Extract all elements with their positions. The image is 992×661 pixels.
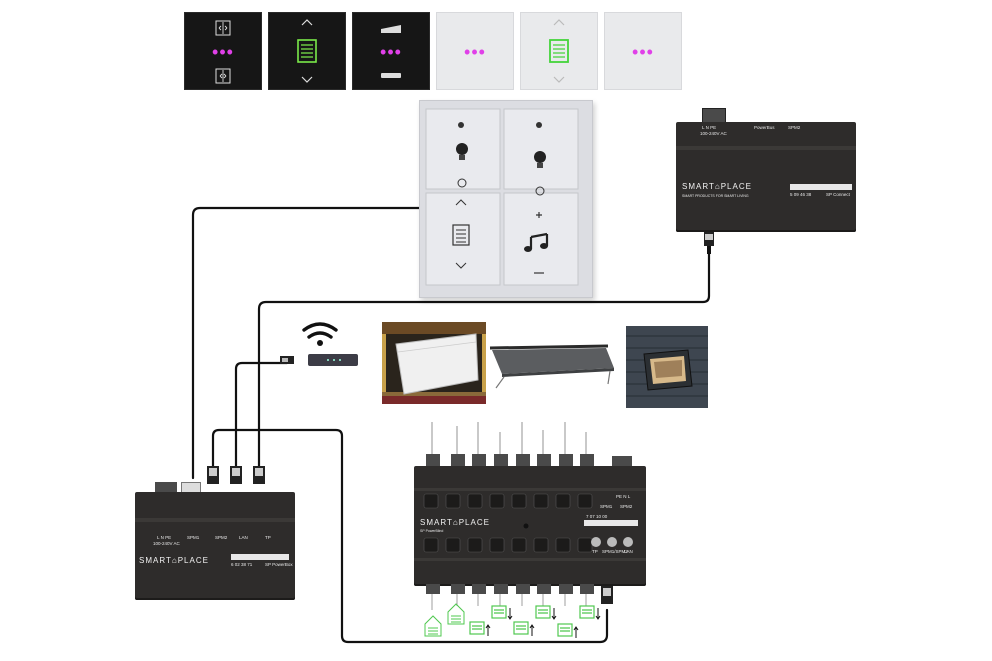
wifi-router-icon (280, 322, 358, 366)
cable-gateway-to-powerbox (257, 246, 711, 470)
rj45-plug-icon (601, 586, 613, 604)
blind-down-icon (535, 605, 551, 619)
led-dots: ••• (212, 42, 234, 62)
actuator-module: SMART⌂PLACE SP PowerBlind 7 07 10 00 PE … (414, 466, 646, 586)
led-dots: ••• (632, 42, 654, 62)
gateway-tagline: SMART PRODUCTS FOR SMART LIVING (682, 194, 749, 198)
rj45-plug-icon (230, 466, 242, 484)
roof-window-photo (626, 326, 708, 408)
rj45-plug-icon (704, 232, 714, 254)
powerbox-terminal-1 (155, 482, 177, 494)
powerbox-brand: SMART⌂PLACE (139, 556, 209, 565)
blind-down-icon (579, 605, 595, 619)
gateway-module: L N PE 100-240V AC PowerBus SPM2 SMART⌂P… (676, 108, 856, 254)
actuator-label-tp: TP (592, 549, 598, 554)
powerbox-voltage: 100-240V AC (153, 541, 180, 546)
garage-door-photo (382, 322, 486, 404)
gateway-indicators (790, 184, 852, 190)
actuator-label-spm2: SPM2 (620, 504, 633, 509)
powerbox-spm2-label: SPM2 (215, 535, 228, 540)
led-dots: ••• (380, 42, 402, 62)
actuator-label-spm1: SPM1 (600, 504, 613, 509)
actuator-relays (423, 493, 638, 553)
blind-up-icon (557, 623, 573, 637)
awning-icon (381, 25, 401, 78)
cable-powerbox-to-actuator (211, 428, 609, 644)
gateway-terminal-label: L N PE (702, 125, 717, 130)
music-icon (524, 212, 549, 274)
cable-router-to-powerbox (234, 361, 289, 470)
switch-tile-blind (268, 12, 346, 90)
powerbox-lan-label: LAN (239, 535, 248, 540)
blind-icon (549, 19, 569, 83)
gateway-voltage: 100-240V AC (700, 131, 727, 136)
blind-up-icon (513, 621, 529, 635)
rj45-plug-icon (253, 466, 265, 484)
powerbox-spm1-label: SPM1 (187, 535, 200, 540)
actuator-label-spm: SPM1/SPM2 (602, 549, 628, 554)
switch-panel (419, 100, 593, 298)
powerbox-model: SP PowerBox (265, 562, 293, 567)
switch-tile-door: ••• (184, 12, 262, 90)
garage-icon (447, 603, 465, 625)
switch-tile-light-1: ••• (436, 12, 514, 90)
actuator-wires-top (426, 422, 632, 466)
gateway-serial: 5 09 46 38 (790, 192, 812, 197)
powerbox-tp-label: TP (265, 535, 271, 540)
powerbox-module: L N PE 100-240V AC SPM1 SPM2 LAN TP SMAR… (135, 470, 295, 600)
actuator-outputs (424, 584, 613, 638)
actuator-model: SP PowerBlind (420, 529, 444, 533)
blind-down-icon (491, 605, 507, 619)
garage-icon (424, 615, 442, 637)
gateway-brand: SMART⌂PLACE (682, 182, 752, 191)
blind-up-icon (469, 621, 485, 635)
blind-icon (452, 199, 470, 269)
bulb-icon (534, 122, 546, 196)
rj45-plug-icon (207, 466, 219, 484)
led-dots: ••• (464, 42, 486, 62)
switch-tile-awning: ••• (352, 12, 430, 90)
cable-switch-to-powerbox (191, 206, 422, 480)
powerbox-serial: 6 02 38 71 (231, 562, 253, 567)
blind-icon (297, 19, 317, 83)
gateway-powerbus-label: PowerBus (754, 125, 775, 130)
bulb-icon (456, 122, 468, 188)
actuator-label-lan: LAN (624, 549, 633, 554)
actuator-serial: 7 07 10 00 (586, 514, 608, 519)
powerbox-rj45-plugs (207, 466, 265, 484)
powerbox-terminal-label: L N PE (157, 535, 172, 540)
actuator-right-terminal: PE N L (616, 494, 631, 499)
switch-tile-light-2: ••• (604, 12, 682, 90)
actuator-brand: SMART⌂PLACE (420, 518, 490, 527)
switch-tile-light-blind (520, 12, 598, 90)
gateway-spm2-label: SPM2 (788, 125, 801, 130)
door-icon (215, 20, 231, 84)
gateway-model: SP Connect (826, 192, 850, 197)
awning-photo (489, 344, 614, 389)
powerbox-indicators (231, 554, 289, 560)
